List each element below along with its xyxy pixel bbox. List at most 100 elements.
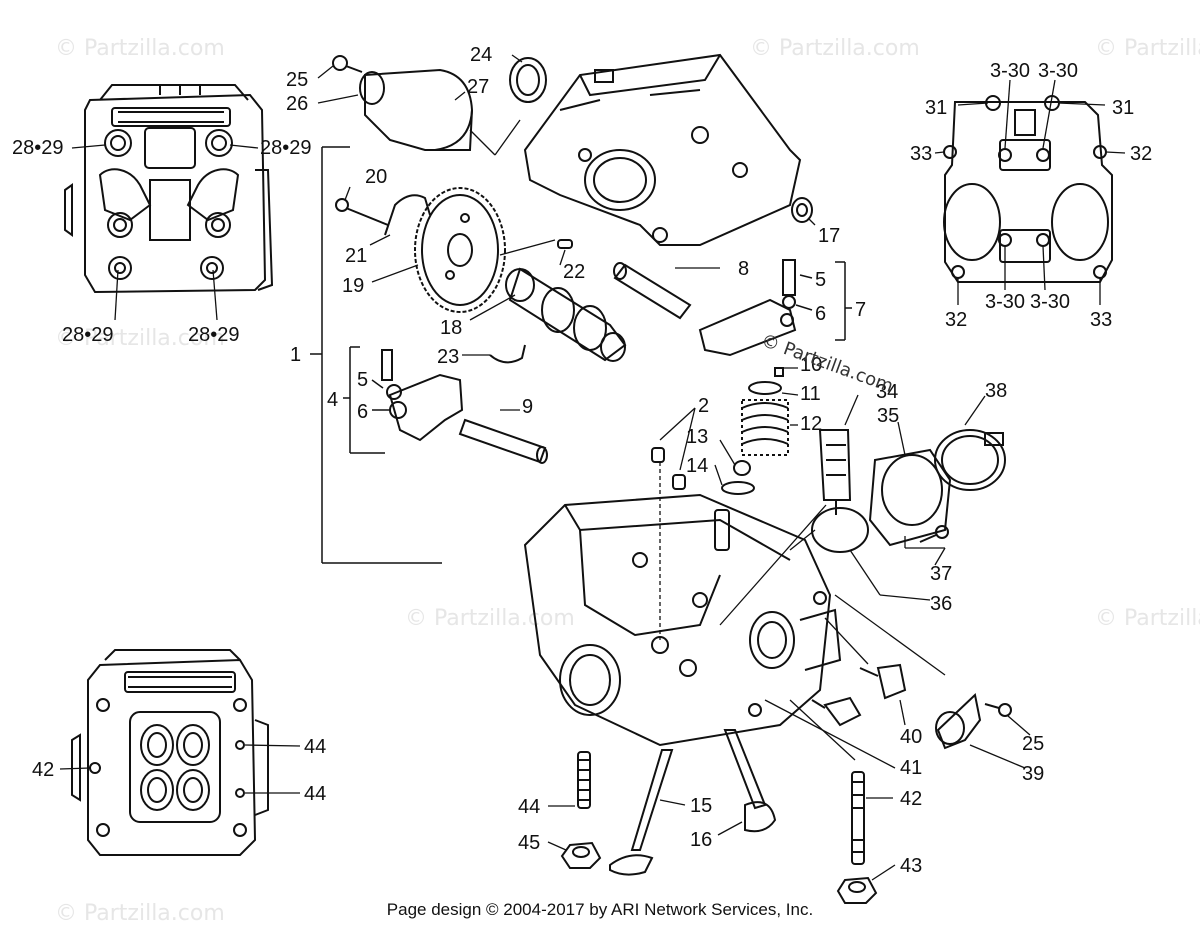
callout-3-30: 3-30 (1030, 291, 1070, 313)
callout-45: 45 (518, 832, 540, 854)
watermark: © Partzilla.com (1095, 606, 1200, 631)
callout-26: 26 (286, 93, 308, 115)
callout-22: 22 (563, 261, 585, 283)
valve-spring-stack (721, 367, 789, 495)
part-25-bolt (332, 55, 363, 73)
callout-18: 18 (440, 317, 462, 339)
part-17-plug (791, 197, 813, 223)
leaders-25-27 (317, 65, 521, 156)
callout-9: 9 (522, 396, 533, 418)
callout-6: 6 (815, 303, 826, 325)
head-bottom-view (71, 649, 269, 856)
callout-3-30: 3-30 (985, 291, 1025, 313)
callout-28-29: 28•29 (260, 137, 312, 159)
callout-28-29: 28•29 (62, 324, 114, 346)
part-44-stud (577, 751, 591, 809)
callout-6: 6 (357, 401, 368, 423)
group-7-bracket (795, 261, 852, 341)
callout-34: 34 (876, 381, 898, 403)
part-19-cam-gear (414, 187, 506, 313)
part-16-valve (723, 729, 777, 833)
watermark: © Partzilla.com (1095, 36, 1200, 61)
callout-10: 10 (800, 354, 822, 376)
part-25-bolt (984, 703, 1012, 717)
head-top-view (64, 84, 274, 294)
callout-16: 16 (690, 829, 712, 851)
callout-1: 1 (290, 344, 301, 366)
callout-38: 38 (985, 380, 1007, 402)
part-8-shaft (613, 262, 692, 320)
leaders-19-22 (344, 186, 566, 283)
callout-39: 39 (1022, 763, 1044, 785)
callout-7: 7 (855, 299, 866, 321)
part-45-nut (560, 841, 602, 869)
group-1-bracket (310, 146, 442, 564)
callout-32: 32 (1130, 143, 1152, 165)
part-23-clip (489, 344, 526, 364)
callout-27: 27 (467, 76, 489, 98)
callout-35: 35 (877, 405, 899, 427)
part-22-dowel (557, 239, 573, 249)
head-side-leaders (934, 79, 1126, 305)
part-34-spark-plug (818, 429, 852, 515)
callout-28-29: 28•29 (12, 137, 64, 159)
part-2-dowels (651, 447, 686, 490)
callout-25: 25 (286, 69, 308, 91)
callout-12: 12 (800, 413, 822, 435)
callout-31: 31 (1112, 97, 1134, 119)
callout-40: 40 (900, 726, 922, 748)
part-7-rocker (698, 259, 797, 357)
part-43-nut (836, 876, 878, 904)
part-24-seal (509, 57, 547, 103)
valve-stack-leaders (714, 367, 799, 486)
callout-4: 4 (327, 389, 338, 411)
leaders-39-41 (764, 594, 1031, 769)
part-18-camshaft (505, 267, 627, 362)
leaders-15-16 (659, 799, 743, 836)
callout-33: 33 (1090, 309, 1112, 331)
callout-5: 5 (357, 369, 368, 391)
callout-21: 21 (345, 245, 367, 267)
callout-11: 11 (800, 383, 821, 405)
callout-43: 43 (900, 855, 922, 877)
callout-17: 17 (818, 225, 840, 247)
callout-2: 2 (698, 395, 709, 417)
callout-19: 19 (342, 275, 364, 297)
valve-cover (523, 53, 802, 246)
callout-31: 31 (925, 97, 947, 119)
cylinder-head (523, 493, 842, 747)
watermark-layer: © Partzilla.com © Partzilla.com © Partzi… (55, 36, 1200, 926)
watermark: © Partzilla.com (55, 901, 225, 926)
head-bottom-leaders (59, 744, 301, 794)
callout-14: 14 (686, 455, 708, 477)
callout-23: 23 (437, 346, 459, 368)
watermark: © Partzilla.com (55, 36, 225, 61)
callout-20: 20 (365, 166, 387, 188)
callout-24: 24 (470, 44, 492, 66)
part-42-stud (851, 771, 865, 865)
part-37-bolt (919, 525, 949, 543)
part-9-shaft (458, 418, 548, 464)
leaders-42-45 (547, 699, 896, 881)
callout-44: 44 (304, 783, 326, 805)
callout-3-30: 3-30 (1038, 60, 1078, 82)
callout-8: 8 (738, 258, 749, 280)
part-41-sensor (811, 696, 862, 727)
callout-32: 32 (945, 309, 967, 331)
callout-36: 36 (930, 593, 952, 615)
part-40-sensor (859, 663, 907, 700)
callout-44: 44 (518, 796, 540, 818)
watermark: © Partzilla.com (55, 326, 225, 351)
callout-42: 42 (32, 759, 54, 781)
callout-13: 13 (686, 426, 708, 448)
part-20-21-bolt-bracket (335, 194, 431, 236)
part-15-valve (609, 749, 674, 876)
watermark: © Partzilla.com (750, 36, 920, 61)
callout-5: 5 (815, 269, 826, 291)
part-39-housing (935, 693, 982, 750)
callout-25: 25 (1022, 733, 1044, 755)
part-35-intake-boot (868, 448, 952, 547)
callout-3-30: 3-30 (990, 60, 1030, 82)
callout-42: 42 (900, 788, 922, 810)
